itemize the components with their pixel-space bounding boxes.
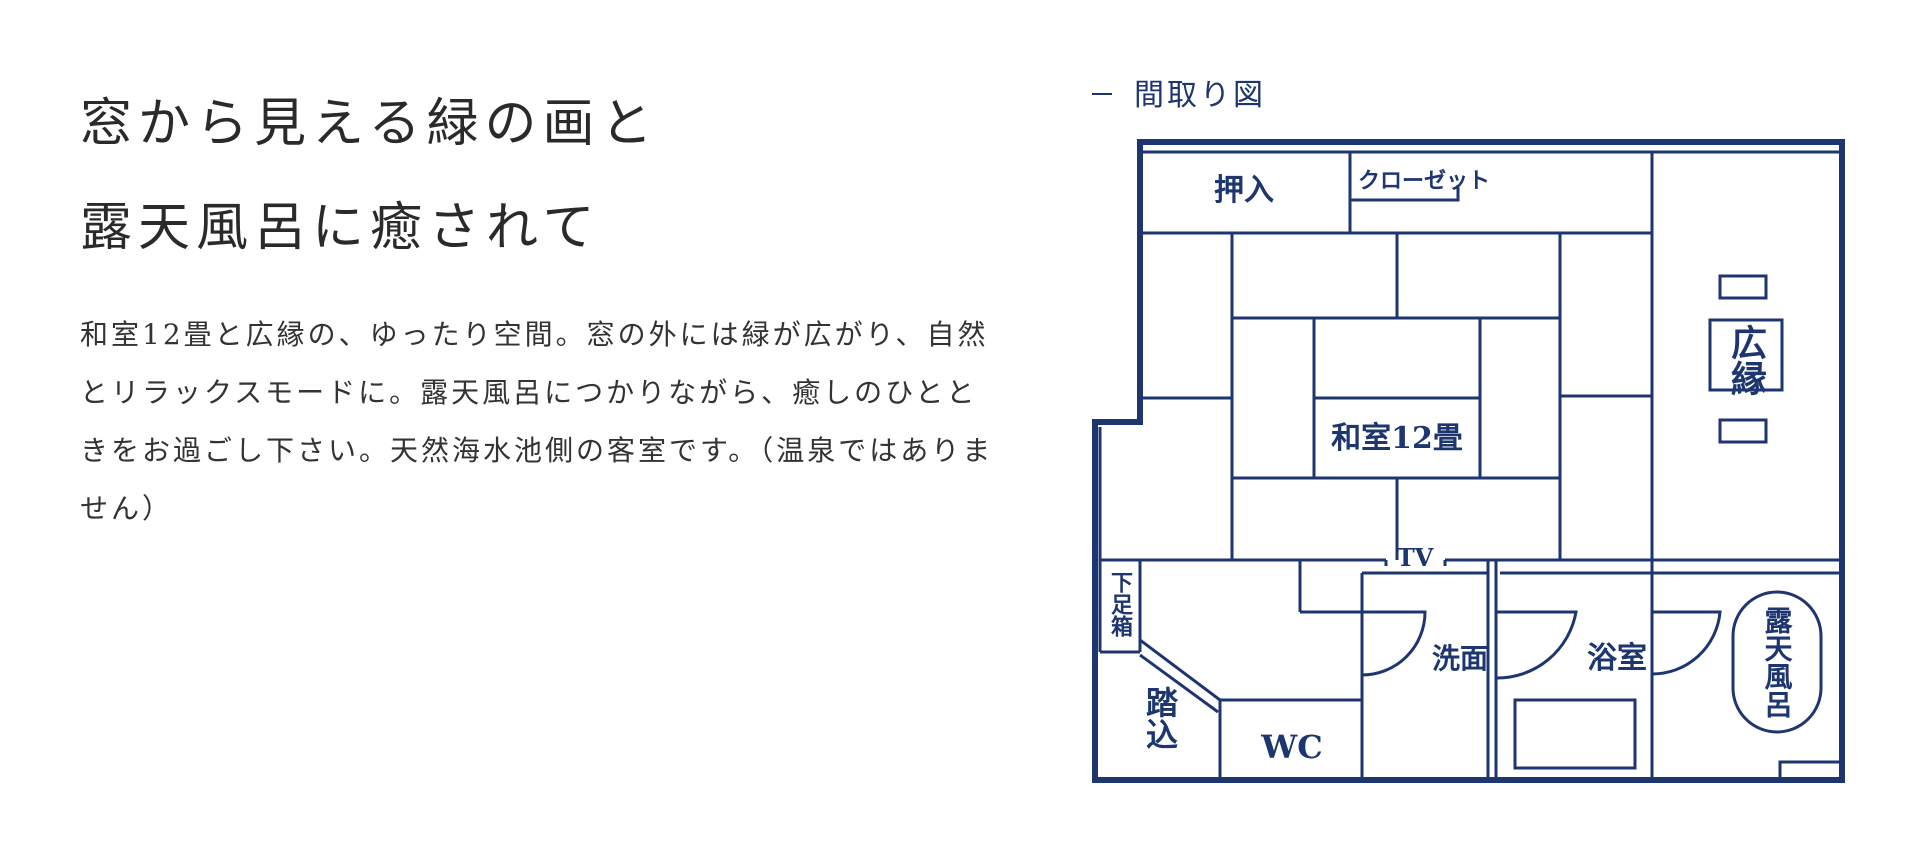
room-label-oshiire: 押入	[1214, 173, 1274, 208]
room-label-fumikomi: 踏込	[1141, 686, 1179, 750]
rotenburo-tub	[1731, 590, 1823, 734]
room-label-hiroen: 広縁	[1725, 324, 1767, 396]
room-label-getabako: 下足箱	[1107, 571, 1133, 637]
hiroen-chair-top	[1718, 274, 1768, 300]
room-description: 和室12畳と広縁の、ゆったり空間。窓の外には緑が広がり、自然とリラックスモードに…	[80, 318, 994, 525]
headline-line-1: 窓から見える緑の画と	[80, 94, 659, 154]
outer-wall	[1092, 139, 1845, 783]
room-label-closet: クローゼット	[1358, 168, 1490, 194]
room-label-yokushitsu: 浴室	[1587, 641, 1647, 676]
hiroen-chair-bottom	[1718, 418, 1768, 444]
headline: 窓から見える緑の画と 露天風呂に癒されて	[80, 72, 658, 280]
hiroen-table	[1708, 318, 1784, 392]
caption-dash	[1092, 93, 1112, 95]
door-roten	[1650, 610, 1722, 676]
floor-plan-labels: 押入 クローゼット 和室12畳 広縁 TV 下足箱 踏込 WC 洗面 浴室 露天…	[1107, 168, 1794, 766]
room-label-senmen: 洗面	[1432, 642, 1488, 675]
room-label-wc: WC	[1260, 728, 1322, 766]
closet-rail	[1350, 185, 1460, 202]
floor-plan-caption-text: 間取り図	[1134, 78, 1266, 113]
floor-plan-walls	[1092, 139, 1845, 783]
room-label-washitsu: 和室12畳	[1331, 421, 1463, 456]
room-label-rotenburo: 露天風呂	[1761, 606, 1794, 718]
room-label-tv: TV	[1397, 543, 1434, 572]
headline-line-2: 露天風呂に癒されて	[80, 198, 601, 258]
door-bath	[1494, 610, 1578, 680]
door-washroom	[1360, 610, 1427, 677]
floor-plan-caption: 間取り図	[1092, 70, 1266, 114]
bathtub	[1513, 698, 1637, 770]
